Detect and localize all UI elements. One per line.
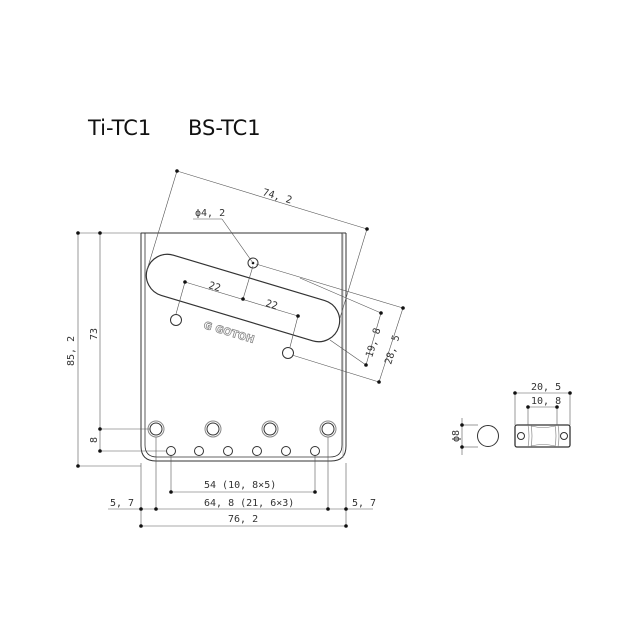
dim-overall-width: 76, 2: [228, 514, 258, 525]
mount-screw-holes: [147, 420, 337, 438]
pickup-mount-hole-top: [247, 257, 259, 269]
dimension-dots: [76, 169, 405, 528]
bridge-plate: [140, 232, 347, 462]
dim-plate-height: 73: [89, 328, 100, 340]
svg-text:G: G: [202, 320, 213, 333]
dim-hole-diameter: ϕ4, 2: [195, 208, 225, 219]
saddle-side-view: [513, 391, 572, 448]
pickup-mount-hole-left: [170, 314, 182, 326]
dimension-lines: [77, 170, 404, 527]
dimension-labels: 74, 2 ϕ4, 2 22 22 19, 8 28, 5 85, 2 73 8…: [66, 187, 403, 525]
saddle-end-view: [460, 418, 499, 455]
dim-saddle-center: 10, 8: [531, 396, 561, 407]
dim-string-spacing: 54 (10, 8×5): [204, 480, 276, 491]
model-title-ti-tc1: Ti-TC1: [88, 116, 152, 140]
gotoh-logo: G GOTOH: [202, 320, 256, 346]
dim-edge-left: 5, 7: [110, 498, 134, 509]
dim-offset-outer: 28, 5: [383, 334, 402, 366]
string-holes: [166, 446, 320, 456]
dim-edge-right: 5, 7: [352, 498, 376, 509]
dim-saddle-length: 20, 5: [531, 382, 561, 393]
pickup-mount-hole-right: [282, 347, 294, 359]
dim-bottom-to-screw: 8: [89, 437, 100, 443]
svg-text:GOTOH: GOTOH: [214, 324, 256, 346]
model-title-bs-tc1: BS-TC1: [188, 116, 261, 140]
dim-spacing-left: 22: [207, 280, 222, 294]
dim-spacing-right: 22: [264, 298, 279, 312]
dim-offset-inner: 19, 8: [364, 327, 383, 359]
dim-overall-height: 85, 2: [66, 336, 77, 366]
dim-saddle-diameter: ϕ8: [451, 430, 462, 442]
dim-screw-spacing: 64, 8 (21, 6×3): [204, 498, 294, 509]
dim-diagonal: 74, 2: [261, 187, 293, 206]
